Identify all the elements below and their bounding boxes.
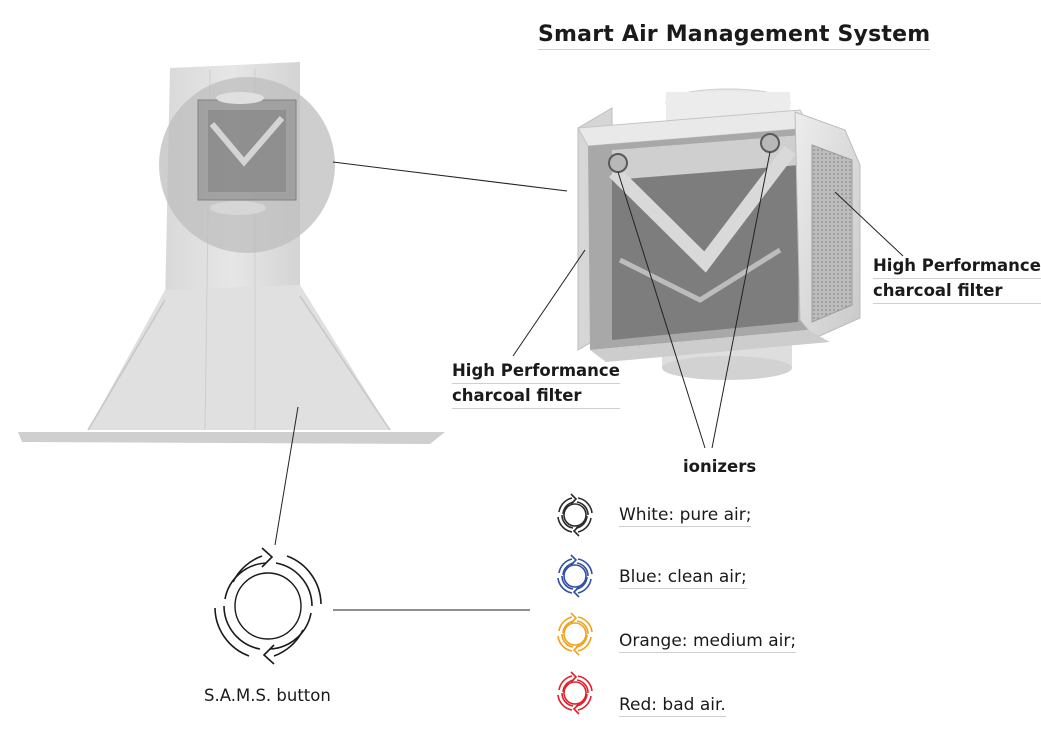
leader-ionizer-right — [711, 151, 771, 449]
legend-text-red: Red: bad air. — [619, 695, 726, 717]
filter-label-right-line2: charcoal filter — [873, 279, 1041, 304]
cooker-hood-illustration — [18, 62, 445, 444]
module-v-deflector — [609, 145, 796, 273]
legend-item-red — [550, 668, 600, 718]
hood-module-miniature — [197, 92, 297, 215]
filter-label-left-line2: charcoal filter — [452, 384, 620, 409]
diagram-title: Smart Air Management System — [538, 22, 931, 50]
air-module-illustration — [577, 88, 861, 380]
filter-label-left-line1: High Performance — [452, 359, 620, 384]
charcoal-filter-mesh — [811, 144, 853, 323]
legend-item-orange — [550, 609, 600, 659]
filter-label-left: High Performance charcoal filter — [452, 359, 620, 409]
legend-text-blue: Blue: clean air; — [619, 567, 747, 589]
recirculation-icon — [557, 493, 593, 537]
hood-base-plate — [18, 432, 445, 444]
recirculation-icon — [557, 612, 593, 656]
hood-canopy — [88, 285, 390, 430]
legend-text-orange: Orange: medium air; — [619, 631, 797, 653]
leader-filter-left — [512, 249, 586, 357]
module-inner-cavity — [612, 135, 800, 340]
sams-button-caption: S.A.M.S. button — [204, 686, 331, 705]
leader-lines — [274, 151, 904, 611]
recirculation-icon — [557, 671, 593, 715]
legend-item-blue — [550, 551, 600, 601]
ionizer-node-right — [760, 133, 780, 153]
leader-filter-right — [834, 191, 904, 257]
leader-ionizer-left — [617, 171, 706, 449]
ionizer-node-left — [608, 153, 628, 173]
filter-label-right-line1: High Performance — [873, 254, 1041, 279]
legend-text-white: White: pure air; — [619, 505, 752, 527]
filter-label-right: High Performance charcoal filter — [873, 254, 1041, 304]
leader-hood-to-button — [274, 406, 299, 546]
legend-item-white — [550, 490, 600, 540]
ionizers-label: ionizers — [683, 457, 757, 476]
sams-button-icon — [214, 547, 322, 665]
recirculation-icon — [557, 554, 593, 598]
leader-zoom-to-module — [332, 161, 568, 192]
